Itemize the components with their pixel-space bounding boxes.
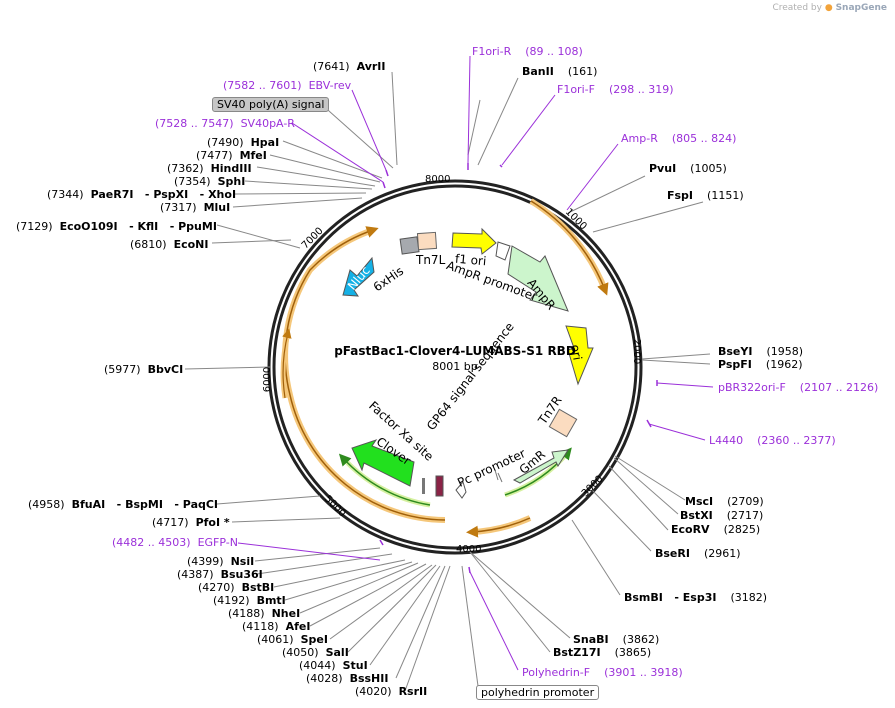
enzyme-nsii: (4399) NsiI (187, 555, 255, 568)
feature-nluc-shape (342, 256, 375, 297)
enzyme-rsrii: (4020) RsrII (355, 685, 428, 698)
tick-7000: 7000 (299, 225, 326, 252)
feature-gp64-shape (494, 469, 503, 483)
feature-label-gp64: GP64 signal sequence (423, 319, 517, 433)
tick-4000: 4000 (456, 544, 482, 555)
enzyme-mlui: (7317) MluI (160, 201, 231, 214)
primer-pbr322ori-f: pBR322ori-F (2107 .. 2126) (718, 381, 879, 394)
leader-lines (184, 71, 711, 692)
primer-sv40pa-r: (7528 .. 7547) SV40pA-R (155, 117, 295, 130)
feature-shapes (342, 227, 594, 499)
enzyme-spei: (4061) SpeI (257, 633, 328, 646)
feature-label-tn7r: Tn7R (535, 393, 565, 427)
enzyme-bstxi: BstXI (2717) (680, 509, 764, 522)
boxed-feature-polyhedrin-promoter: polyhedrin promoter (476, 685, 600, 700)
enzyme-bseri: BseRI (2961) (655, 547, 741, 560)
enzyme-econi: (6810) EcoNI (130, 238, 209, 251)
primer-f1ori-f: F1ori-F (298 .. 319) (557, 83, 674, 96)
plasmid-name: pFastBac1-Clover4-LUMABS-S1 RBD (334, 344, 576, 358)
primer-l4440: L4440 (2360 .. 2377) (709, 434, 836, 447)
feature-ori-shape (565, 325, 594, 386)
enzyme-mfei: (7477) MfeI (196, 149, 267, 162)
primer-egfp-n: (4482 .. 4503) EGFP-N (112, 536, 238, 549)
enzyme-sphi: (7354) SphI (174, 175, 246, 188)
credit-prefix: Created by (772, 3, 822, 13)
primer-f1ori-r: F1ori-R (89 .. 108) (472, 45, 583, 58)
enzyme-bbvci: (5977) BbvCI (104, 363, 184, 376)
enzyme-bstz17i: BstZ17I (3865) (553, 646, 652, 659)
feature-label-tn7l: Tn7L (416, 253, 446, 267)
feature-tn7r-shape (548, 408, 578, 438)
primer-leader-lines (237, 55, 714, 671)
tick-6000: 6000 (262, 366, 274, 393)
credit-brand: SnapGene (835, 3, 887, 13)
tick-3000: 3000 (579, 473, 606, 500)
enzyme-nhei: (4188) NheI (228, 607, 301, 620)
feature-label-pc-promoter: Pc promoter (455, 446, 528, 490)
feature-factor-xa-shape (435, 475, 444, 497)
feature-label-ampr-promoter: AmpR promoter (444, 258, 540, 304)
primer-markers (379, 163, 658, 574)
feature-gmr-shape (512, 449, 569, 484)
primer-ebv-rev: (7582 .. 7601) EBV-rev (223, 79, 352, 92)
enzyme-hpai: (7490) HpaI (207, 136, 280, 149)
feature-label-6xhis: 6xHis (370, 263, 407, 295)
feature-ampr-promoter-shape (495, 241, 511, 261)
feature-clover-shape (351, 439, 415, 487)
orf-arcs (280, 198, 609, 538)
enzyme-bfuai-bspmi-paqci: (4958) BfuAI - BspMI - PaqCI (28, 498, 219, 511)
enzyme-snabi: SnaBI (3862) (573, 633, 660, 646)
enzyme-msci: MscI (2709) (685, 495, 764, 508)
feature-tn7l-shape (416, 231, 438, 251)
enzyme-paer7i-pspxi-xhoi: (7344) PaeR7I - PspXI - XhoI (47, 188, 237, 201)
boxed-feature-sv40-polya: SV40 poly(A) signal (212, 97, 330, 112)
enzyme-bseyi: BseYI (1958) (718, 345, 804, 358)
enzyme-bsshii: (4028) BssHII (306, 672, 389, 685)
feature-f1-ori-shape (451, 227, 497, 255)
enzyme-pfoi: (4717) PfoI * (152, 516, 230, 529)
enzyme-bsu36i: (4387) Bsu36I (177, 568, 263, 581)
tick-2000: 2000 (631, 338, 643, 365)
enzyme-banii: BanII (161) (522, 65, 598, 78)
enzyme-stui: (4044) StuI (299, 659, 368, 672)
enzyme-ecoo109i-kfli-ppumi: (7129) EcoO109I - KflI - PpuMI (16, 220, 217, 233)
feature-ampr-shape (507, 245, 569, 312)
enzyme-hindiii: (7362) HindIII (167, 162, 252, 175)
enzyme-pvui: PvuI (1005) (649, 162, 727, 175)
primer-amp-r: Amp-R (805 .. 824) (621, 132, 737, 145)
feature-pc-promoter-shape (455, 480, 467, 499)
feature-linker-shape (422, 478, 425, 494)
tick-5000: 5000 (321, 493, 348, 520)
plasmid-length: 8001 bp (432, 360, 478, 373)
backbone-inner-ring (272, 184, 638, 550)
enzyme-pspfi: PspFI (1962) (718, 358, 803, 371)
feature-label-ori: ori (568, 343, 585, 362)
snapgene-logo-icon: ● (824, 3, 833, 13)
tick-1000: 1000 (562, 206, 589, 233)
snapgene-credit: Created by ● SnapGene (772, 3, 887, 13)
feature-label-nluc: Nluc (344, 263, 373, 293)
enzyme-avrii: (7641) AvrII (313, 60, 386, 73)
tick-8000: 8000 (425, 174, 451, 185)
enzyme-bstbi: (4270) BstBI (198, 581, 275, 594)
primer-polyhedrin-f: Polyhedrin-F (3901 .. 3918) (522, 666, 683, 679)
enzyme-afei: (4118) AfeI (242, 620, 311, 633)
enzyme-ecorv: EcoRV (2825) (671, 523, 761, 536)
enzyme-sali: (4050) SalI (282, 646, 349, 659)
enzyme-bsmbi-esp3i: BsmBI - Esp3I (3182) (624, 591, 768, 604)
enzyme-bmti: (4192) BmtI (213, 594, 286, 607)
enzyme-fspi: FspI (1151) (667, 189, 744, 202)
